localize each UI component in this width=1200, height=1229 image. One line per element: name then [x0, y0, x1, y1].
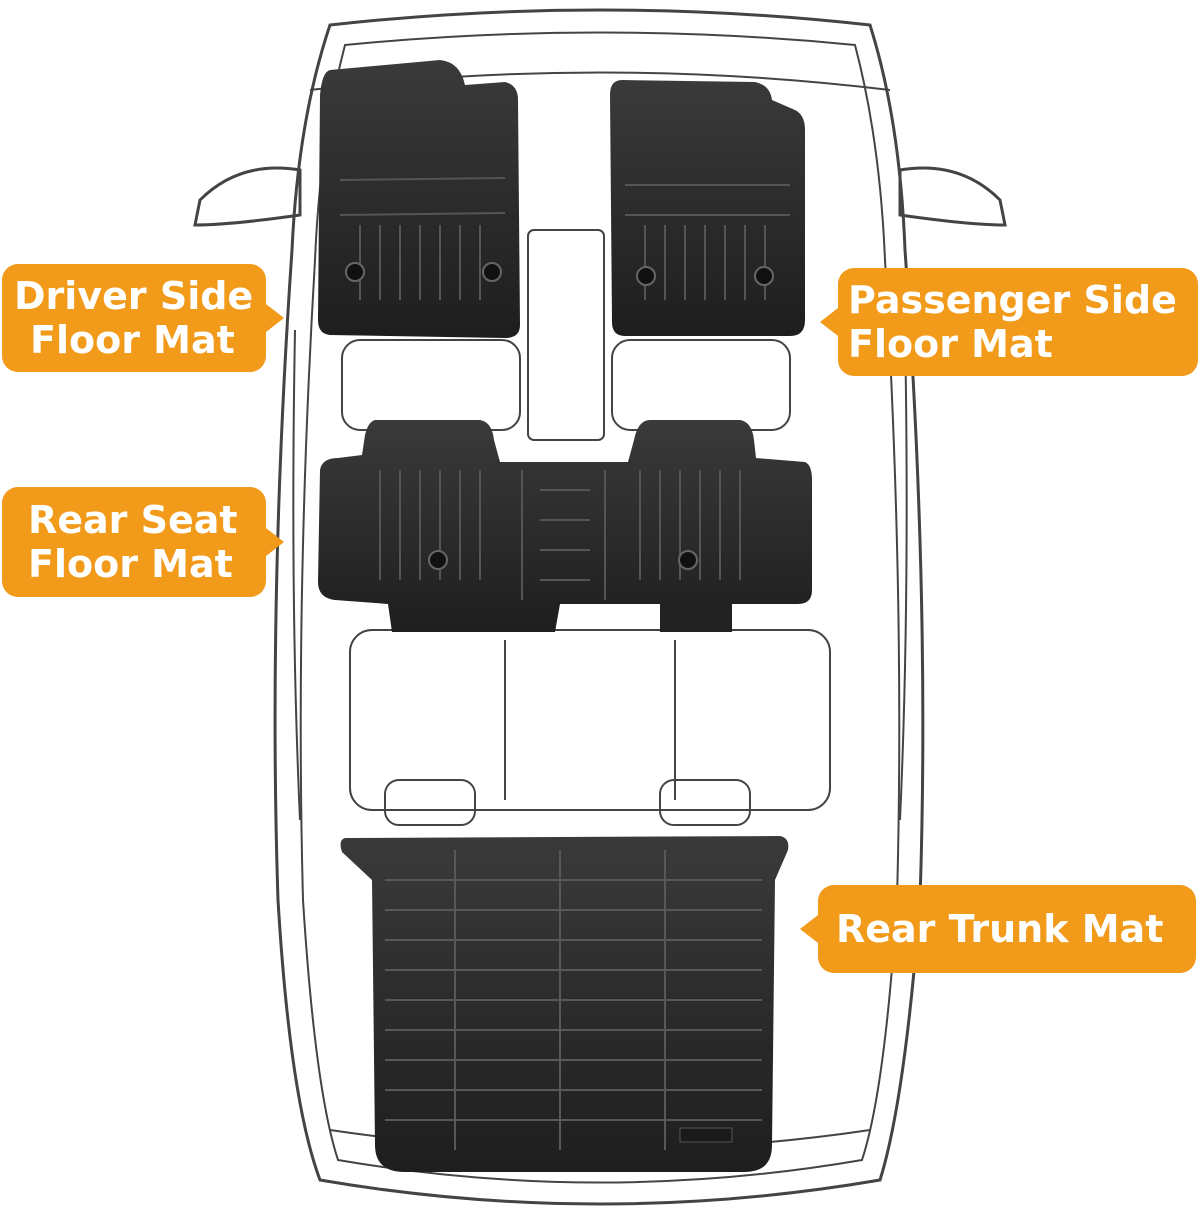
trunk-label-line1: Rear Trunk Mat — [836, 907, 1164, 951]
rear-seat-label-line2: Floor Mat — [28, 542, 233, 586]
rear-seat-label-line1: Rear Seat — [28, 498, 238, 542]
callout-pointer — [820, 308, 838, 336]
callout-pointer — [266, 528, 284, 556]
passenger-floor-mat-image — [610, 80, 805, 336]
callout-pointer — [800, 915, 818, 943]
rear-trunk-mat-label: Rear Trunk Mat — [800, 885, 1196, 973]
driver-side-floor-mat-label: Driver Side Floor Mat — [2, 264, 284, 372]
rear-trunk-mat-image — [340, 836, 789, 1172]
rear-seat-floor-mat-label: Rear Seat Floor Mat — [2, 487, 284, 597]
passenger-label-line2: Floor Mat — [848, 322, 1053, 366]
callout-pointer — [266, 304, 284, 332]
driver-label-line1: Driver Side — [14, 274, 254, 318]
driver-label-line2: Floor Mat — [30, 318, 235, 362]
driver-floor-mat-image — [318, 60, 520, 338]
passenger-label-line1: Passenger Side — [848, 278, 1177, 322]
rear-seat-floor-mat-image — [318, 420, 812, 632]
passenger-side-floor-mat-label: Passenger Side Floor Mat — [820, 268, 1198, 376]
